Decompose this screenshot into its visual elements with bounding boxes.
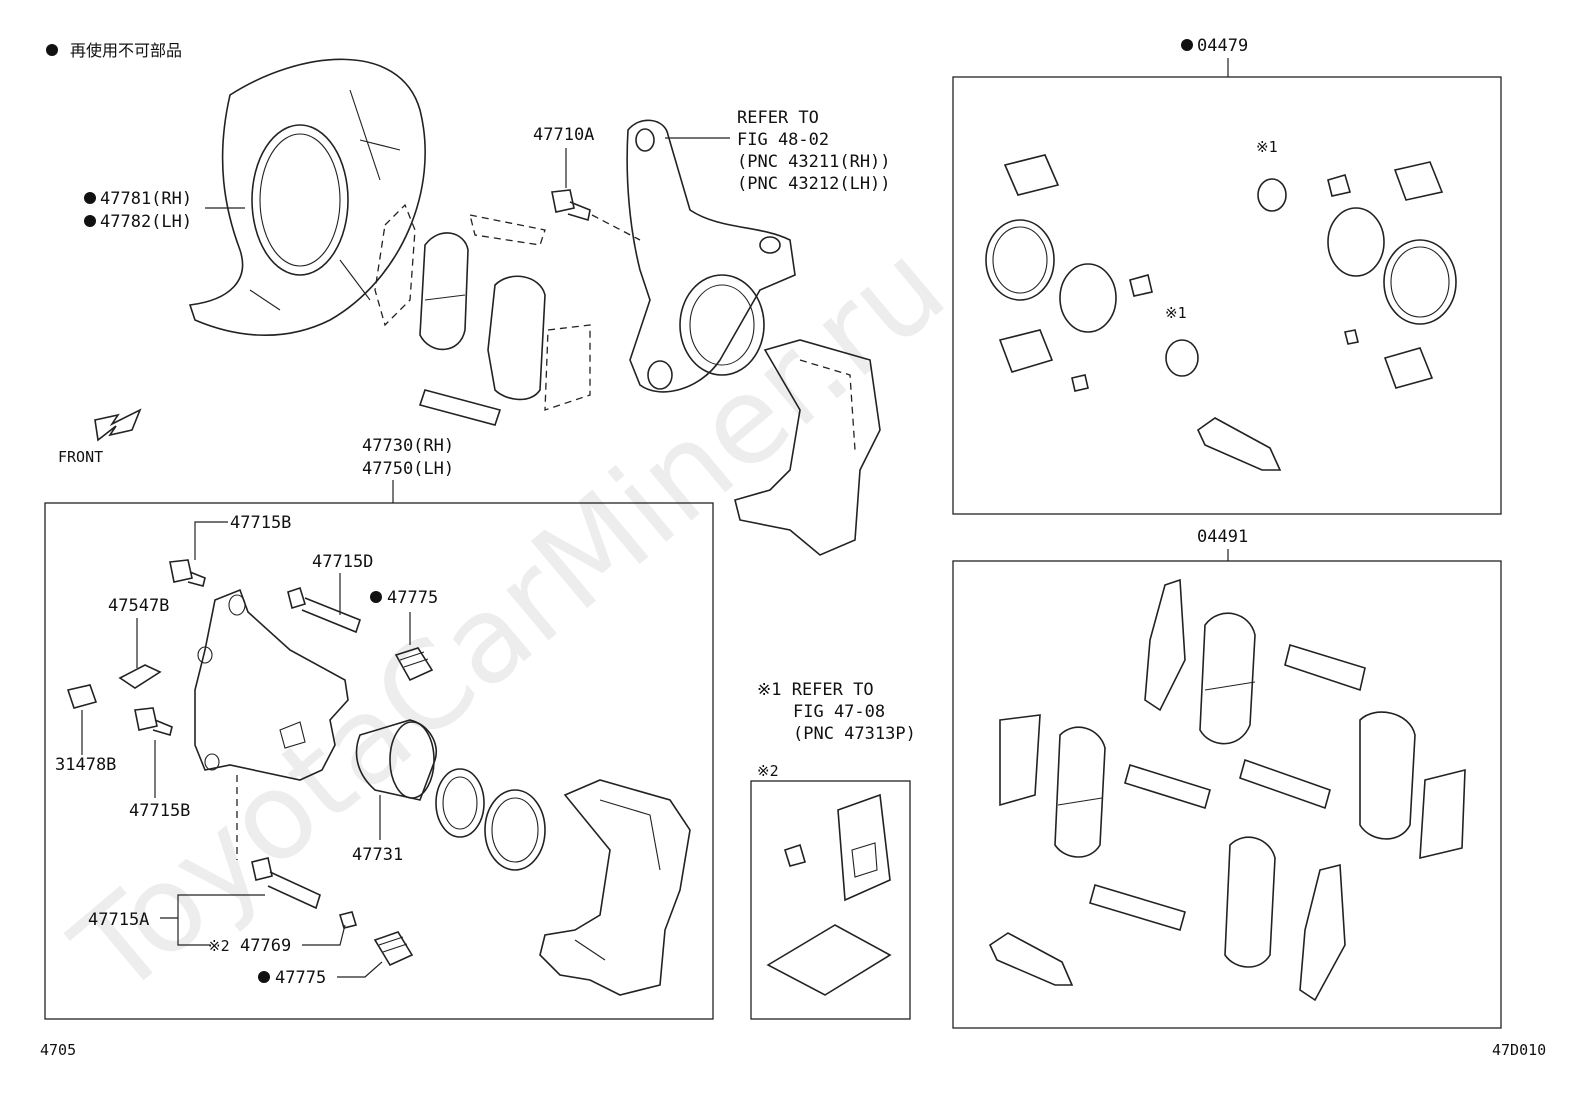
caliper-body (194, 588, 349, 781)
note-refer-fig48: REFER TO FIG 48-02 (PNC 43211(RH)) (PNC … (665, 108, 891, 194)
svg-text:47782(LH): 47782(LH) (100, 212, 192, 232)
kit-04491-parts (988, 578, 1466, 1002)
svg-text:※1 REFER TO: ※1 REFER TO (757, 680, 874, 700)
non-reusable-dot-icon (46, 44, 58, 56)
guide-pin-47715A (236, 775, 321, 910)
legend-text: 再使用不可部品 (70, 41, 182, 60)
svg-text:47715B: 47715B (129, 801, 190, 821)
kit-04479-parts: ※1 ※1 (985, 138, 1457, 471)
cap-31478B (66, 684, 98, 709)
svg-text:※1: ※1 (1165, 304, 1187, 322)
note-refer-fig47: ※1 REFER TO FIG 47-08 (PNC 47313P) (757, 680, 916, 744)
boot-47775-top (394, 647, 434, 682)
svg-text:FIG 48-02: FIG 48-02 (737, 130, 829, 150)
label-04491: 04491 (1197, 527, 1248, 561)
label-31478B: 31478B (55, 710, 116, 775)
svg-text:REFER TO: REFER TO (737, 108, 819, 128)
svg-text:(PNC 47313P): (PNC 47313P) (793, 724, 916, 744)
label-47710A: 47710A (533, 125, 594, 188)
svg-text:47731: 47731 (352, 845, 403, 865)
manual-icon (837, 793, 891, 902)
grease-tube-icon (1196, 417, 1282, 471)
label-47715B-bottom: 47715B (129, 740, 190, 821)
note2-box (750, 780, 911, 1020)
svg-text:04479: 04479 (1197, 36, 1248, 56)
label-47547B: 47547B (108, 596, 169, 668)
svg-text:FRONT: FRONT (58, 448, 103, 466)
watermark: ToyotaCarMiner.ru (49, 217, 972, 1023)
svg-text:47781(RH): 47781(RH) (100, 189, 192, 209)
bolt-47715B-top (169, 559, 206, 587)
svg-text:(PNC 43211(RH)): (PNC 43211(RH)) (737, 152, 891, 172)
svg-text:47715A: 47715A (88, 910, 149, 930)
svg-text:47750(LH): 47750(LH) (362, 459, 454, 479)
svg-text:※2: ※2 (757, 762, 779, 780)
caliper-bracket-upper (734, 339, 881, 556)
label-47730: 47730(RH) 47750(LH) (362, 436, 454, 503)
boot-47775-bottom (373, 931, 414, 967)
kit-04491-box (952, 560, 1502, 1029)
bush-icon (784, 843, 806, 867)
legend: 再使用不可部品 (46, 41, 182, 60)
footer-right-code: 47D010 (1492, 1041, 1546, 1059)
label-47715B-top: 47715B (194, 513, 291, 560)
grease-pack-icon (766, 924, 892, 996)
svg-text:(PNC 43212(LH)): (PNC 43212(LH)) (737, 174, 891, 194)
pads-upper-group (374, 203, 591, 426)
svg-text:04491: 04491 (1197, 527, 1248, 547)
svg-text:47775: 47775 (387, 588, 438, 608)
svg-text:47730(RH): 47730(RH) (362, 436, 454, 456)
label-47731: 47731 (352, 795, 403, 865)
label-47775-bottom: 47775 (258, 961, 383, 988)
guide-pin-47715D (287, 586, 361, 634)
svg-text:47715B: 47715B (230, 513, 291, 533)
label-04479: 04479 (1181, 36, 1248, 77)
svg-text:FIG 47-08: FIG 47-08 (793, 702, 885, 722)
svg-text:47547B: 47547B (108, 596, 169, 616)
footer-left-code: 4705 (40, 1041, 76, 1059)
svg-text:※1: ※1 (1256, 138, 1278, 156)
kit-04479-box (952, 76, 1502, 515)
svg-text:47775: 47775 (275, 968, 326, 988)
label-47715A: 47715A (88, 894, 265, 946)
bolt-47710A (551, 189, 641, 241)
dust-shield (188, 58, 426, 336)
label-47781: 47781(RH) 47782(LH) (84, 189, 245, 232)
piston-47731 (355, 719, 546, 871)
mounting-bracket (539, 779, 691, 996)
grease-tube-icon-2 (988, 932, 1074, 986)
bleeder-47547B (118, 664, 162, 689)
label-47715D: 47715D (312, 552, 373, 615)
note2-group: ※2 (750, 762, 911, 1020)
svg-text:47769: 47769 (240, 936, 291, 956)
svg-text:31478B: 31478B (55, 755, 116, 775)
steering-knuckle (626, 119, 796, 393)
bolt-47715B-bottom (134, 707, 173, 737)
label-47775-top: 47775 (370, 588, 438, 645)
svg-text:※2: ※2 (208, 937, 230, 955)
label-47769: ※2 47769 (208, 924, 346, 956)
front-indicator: FRONT (58, 408, 142, 466)
svg-text:47715D: 47715D (312, 552, 373, 572)
front-arrow-icon (94, 408, 142, 442)
caliper-assembly-box (44, 502, 714, 1020)
svg-text:47710A: 47710A (533, 125, 594, 145)
bush-47769 (338, 911, 358, 929)
